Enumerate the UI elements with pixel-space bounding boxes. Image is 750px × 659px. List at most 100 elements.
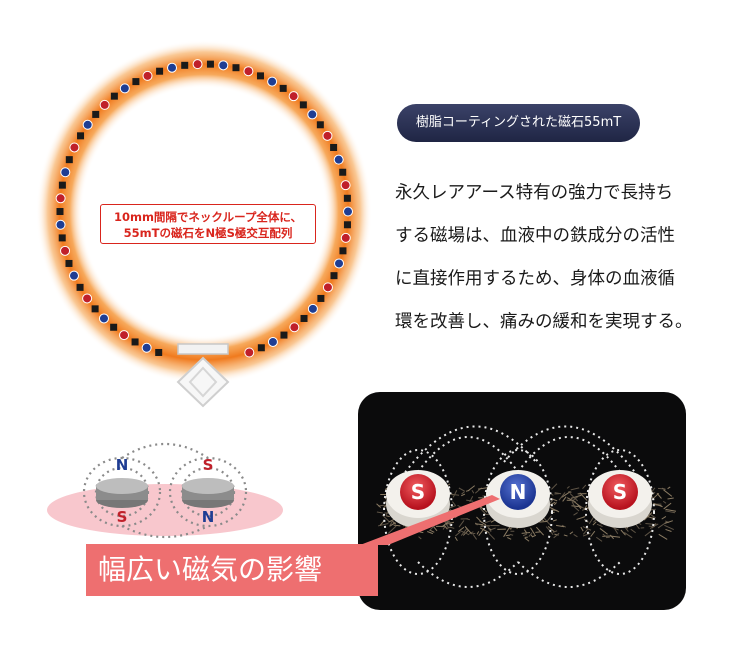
iron-filing	[573, 534, 578, 538]
iron-filing	[462, 529, 470, 536]
necklace-magnet-bead	[55, 193, 66, 204]
iron-filing	[469, 496, 474, 503]
iron-filing	[563, 534, 568, 537]
photo-pole-left: S	[411, 480, 425, 504]
necklace-magnet-bead	[340, 180, 351, 191]
necklace-link	[65, 156, 73, 164]
iron-filing	[471, 532, 476, 535]
iron-filing	[458, 487, 465, 492]
iron-filing	[479, 520, 487, 526]
iron-filing	[523, 529, 528, 534]
iron-filing	[376, 511, 383, 514]
iron-filing	[551, 483, 558, 490]
iron-filing	[539, 520, 548, 523]
necklace-link	[92, 110, 100, 118]
iron-filing	[588, 516, 594, 525]
iron-filing	[552, 519, 557, 522]
iron-filing	[503, 527, 510, 538]
iron-filing	[664, 520, 673, 524]
iron-filing	[549, 507, 560, 513]
necklace-link	[317, 294, 325, 302]
iron-filing	[427, 531, 434, 535]
magnet-photo-panel: S N S	[358, 392, 686, 610]
iron-filing	[570, 494, 582, 499]
iron-filing	[582, 528, 589, 535]
iron-filing	[387, 525, 397, 534]
iron-filing	[479, 507, 487, 515]
iron-filing	[592, 521, 597, 526]
necklace-magnet-bead	[167, 62, 178, 73]
necklace-clasp	[176, 343, 230, 408]
necklace-link	[132, 78, 140, 86]
iron-filing	[476, 516, 481, 522]
iron-filing	[446, 520, 451, 526]
magnet-field-diagram: N S S N	[47, 442, 283, 539]
necklace-magnet-bead	[307, 303, 318, 314]
iron-filing	[546, 515, 552, 522]
photo-magnet-right	[588, 470, 652, 528]
iron-filing	[667, 497, 674, 500]
necklace-link	[279, 84, 287, 92]
coating-label-pill: 樹脂コーティングされた磁石55mT	[397, 104, 640, 142]
iron-filing	[455, 531, 461, 537]
necklace-magnet-bead	[340, 232, 351, 243]
iron-filing	[392, 520, 397, 525]
iron-filing	[664, 524, 674, 531]
iron-filing	[554, 533, 559, 536]
necklace-link	[339, 168, 347, 176]
necklace-link	[56, 208, 64, 216]
iron-filing	[393, 524, 401, 527]
iron-filing	[658, 533, 668, 540]
iron-filing	[457, 526, 465, 532]
iron-filing	[644, 530, 652, 537]
iron-filing	[667, 486, 671, 490]
iron-filing	[582, 484, 587, 490]
necklace-link	[156, 67, 164, 75]
iron-filing	[509, 533, 514, 536]
necklace-link	[232, 64, 240, 72]
necklace-magnet-bead	[141, 342, 152, 353]
iron-filing	[569, 531, 574, 535]
left-magnet-top-pole: N	[116, 456, 129, 474]
iron-filing	[464, 526, 472, 535]
necklace-link	[330, 272, 338, 280]
description-line-3: に直接作用するため、身体の血液循	[395, 269, 675, 289]
necklace-link	[65, 259, 73, 267]
iron-filing	[476, 531, 480, 535]
iron-filing	[507, 537, 512, 540]
iron-filing	[536, 526, 545, 536]
necklace-magnet-bead	[244, 347, 255, 358]
iron-filing	[461, 493, 466, 497]
necklace-magnet-bead	[322, 282, 333, 293]
photo-pole-right: S	[613, 480, 627, 504]
necklace-link	[339, 247, 347, 255]
iron-filing	[590, 530, 596, 537]
iron-filing	[599, 528, 608, 535]
necklace-link	[77, 132, 85, 140]
iron-filing	[475, 523, 484, 526]
iron-filing	[478, 527, 485, 537]
iron-filing	[624, 532, 633, 539]
iron-filing	[552, 530, 558, 533]
necklace-magnet-bead	[60, 245, 71, 256]
necklace-magnet-bead	[289, 322, 300, 333]
iron-filing	[385, 515, 390, 518]
necklace-magnet-bead	[333, 154, 344, 165]
iron-filing	[532, 534, 537, 538]
iron-filing	[389, 521, 393, 527]
left-magnet-bottom-pole: S	[117, 508, 128, 526]
photo-magnet-center	[486, 470, 550, 528]
iron-filing	[577, 504, 582, 510]
iron-filing	[555, 524, 565, 528]
necklace-link	[110, 92, 118, 100]
iron-filing	[576, 516, 585, 520]
photo-magnet-left	[386, 470, 450, 528]
iron-filing	[521, 532, 531, 534]
necklace-link	[343, 194, 351, 202]
right-magnet	[182, 478, 234, 508]
iron-filing	[580, 526, 584, 532]
iron-filing	[381, 514, 390, 522]
necklace-magnet-bead	[243, 66, 254, 77]
necklace-link	[91, 305, 99, 313]
necklace-link	[299, 101, 307, 109]
